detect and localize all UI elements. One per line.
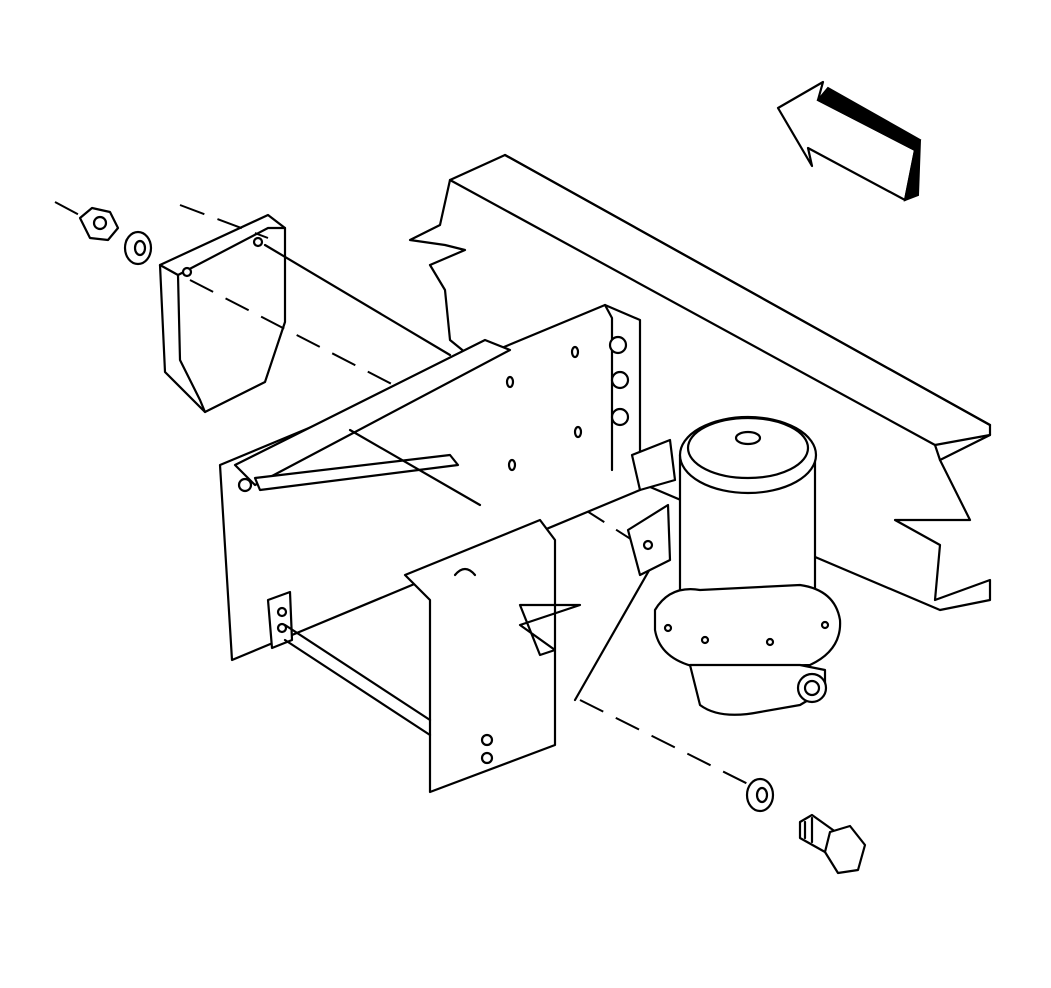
nut — [78, 206, 120, 242]
left-mounting-plate — [158, 213, 287, 414]
washer-lower — [745, 777, 775, 813]
washer-upper — [123, 230, 153, 266]
direction-arrow — [776, 80, 922, 202]
frame-rail — [408, 153, 992, 612]
air-dryer — [626, 415, 842, 716]
main-bracket — [218, 303, 642, 662]
bolt — [798, 813, 867, 875]
lower-bracket — [266, 518, 582, 794]
